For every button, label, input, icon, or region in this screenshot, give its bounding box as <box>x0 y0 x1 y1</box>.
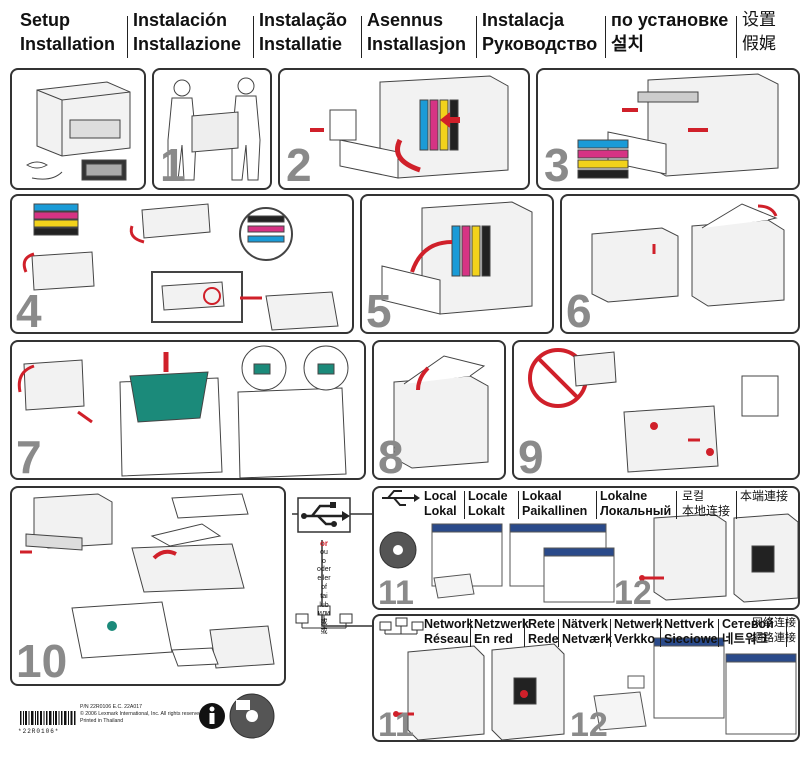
step-number: 10 <box>16 635 68 686</box>
load-paper-tray-illustration <box>20 493 275 669</box>
step-number: 1 <box>160 139 186 190</box>
header-divider <box>253 16 254 58</box>
lang-divider <box>718 619 719 647</box>
close-top-cover-illustration <box>393 355 489 469</box>
lang-divider <box>610 619 611 647</box>
panel-step-6: 6 <box>560 194 800 334</box>
usb-icon <box>382 490 414 506</box>
lang-divider <box>736 491 737 519</box>
barcode-text: *22R0106* <box>18 728 60 735</box>
step-number: 4 <box>16 285 42 334</box>
panel-step-10: 10 <box>10 486 286 686</box>
lang-divider <box>660 619 661 647</box>
or-word-list: or ou o oder eller of tai lub или 或 或 <box>316 539 331 635</box>
lang-divider <box>518 491 519 519</box>
lang-divider <box>596 491 597 519</box>
lang-divider <box>558 619 559 647</box>
panel-step-8: 8 <box>372 340 506 480</box>
barcode <box>20 711 76 725</box>
panel-step-7: 7 <box>10 340 366 480</box>
install-transfer-belt-illustration <box>17 345 349 478</box>
lang-col-6: 本端連接 <box>740 489 789 503</box>
panel-step-5: 5 <box>360 194 554 334</box>
panel-step-3: 3 <box>536 68 800 190</box>
printer-contents-illustration <box>26 81 131 181</box>
header-divider <box>605 16 606 58</box>
header-divider <box>127 16 128 58</box>
local-install-illustration <box>379 490 798 603</box>
panel-unbox <box>10 68 146 190</box>
step-number: 8 <box>378 431 404 480</box>
lang-divider <box>676 491 677 519</box>
step-number: 11 <box>378 706 414 742</box>
load-paper-warning-illustration <box>528 348 779 473</box>
panel-step-2: 2 <box>278 68 530 190</box>
header-divider <box>361 16 362 58</box>
two-people-lifting-printer-illustration <box>167 77 261 181</box>
network-icon <box>379 617 424 635</box>
step-number: 12 <box>570 706 608 742</box>
header-divider <box>736 16 737 58</box>
remove-packing-illustration <box>310 75 509 179</box>
lang-divider <box>786 619 787 647</box>
close-front-door-illustration <box>381 201 533 315</box>
step-number: 9 <box>518 431 544 480</box>
printed-location: Printed in Thailand <box>80 718 124 724</box>
lang-col-8-network: 网络连接網路連接 <box>752 616 796 644</box>
panel-step-4: 4 <box>10 194 354 334</box>
part-number: P/N 22R0106 E.C. 22A017 <box>80 704 143 710</box>
step-number: 11 <box>378 574 414 610</box>
unpack-cartridges-illustration <box>22 203 339 331</box>
header-divider <box>476 16 477 58</box>
panel-step-9: 9 <box>512 340 800 480</box>
cd-icon <box>229 693 275 739</box>
lang-divider <box>470 619 471 647</box>
step-number: 3 <box>544 139 570 190</box>
step-number: 12 <box>614 574 652 610</box>
lang-divider <box>464 491 465 519</box>
step-number: 7 <box>16 431 42 480</box>
open-top-cover-illustration <box>591 203 785 307</box>
step-number: 2 <box>286 139 312 190</box>
lang-divider <box>524 619 525 647</box>
title-chinese: 设置假娓 <box>742 10 776 54</box>
step-number: 6 <box>566 285 592 334</box>
network-install-illustration <box>379 617 797 740</box>
copyright-text: © 2006 Lexmark International, Inc. All r… <box>80 711 204 717</box>
step-number: 5 <box>366 285 392 334</box>
usb-icon <box>304 504 342 526</box>
remove-cartridges-illustration <box>577 73 779 179</box>
panel-step-1: 1 <box>152 68 272 190</box>
